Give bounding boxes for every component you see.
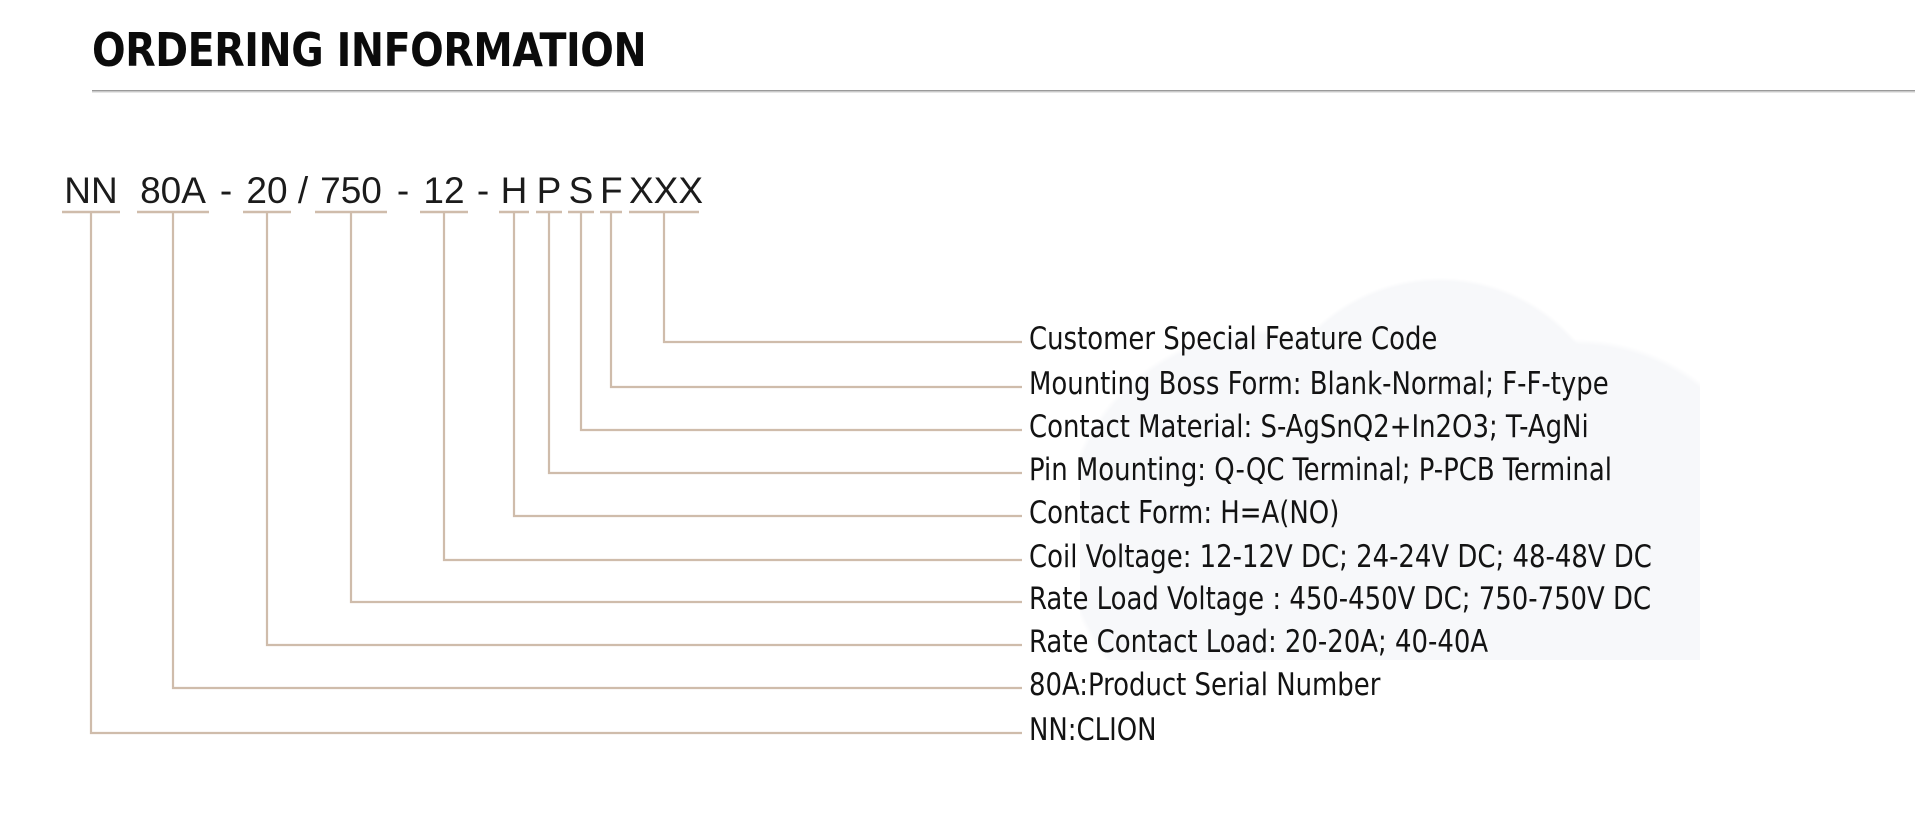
legend-label-80a: 80A:Product Serial Number — [1029, 667, 1381, 703]
part-number-token-f: F — [600, 170, 623, 211]
leader-line-750 — [315, 210, 1022, 604]
leader-line-20 — [243, 210, 1022, 647]
part-number-token-20: 20 — [246, 170, 288, 211]
part-number-token-xxx: XXX — [629, 170, 704, 211]
leader-line-h — [499, 210, 1022, 518]
legend-label-nn: NN:CLION — [1029, 712, 1157, 748]
legend-label-20: Rate Contact Load: 20-20A; 40-40A — [1029, 624, 1489, 660]
part-number-token-: / — [297, 170, 309, 211]
leader-line-p — [536, 210, 1022, 475]
leader-line-80a — [137, 210, 1022, 690]
part-number-token-h: H — [500, 170, 528, 211]
part-number-token-12: 12 — [423, 170, 465, 211]
legend-label-p: Pin Mounting: Q-QC Terminal; P-PCB Termi… — [1029, 452, 1612, 488]
part-number-token-: - — [396, 170, 410, 211]
part-number-token-: - — [219, 170, 233, 211]
legend-label-s: Contact Material: S-AgSnQ2+In2O3; T-AgNi — [1029, 409, 1589, 445]
part-number-token-80a: 80A — [140, 170, 206, 211]
leader-line-nn — [62, 210, 1022, 735]
leader-line-xxx — [629, 210, 1022, 344]
legend-label-f: Mounting Boss Form: Blank-Normal; F-F-ty… — [1029, 366, 1609, 402]
legend-label-xxx: Customer Special Feature Code — [1029, 321, 1438, 357]
part-number-token-: - — [476, 170, 490, 211]
leader-line-s — [568, 210, 1022, 432]
leader-line-f — [600, 210, 1022, 389]
legend-label-h: Contact Form: H=A(NO) — [1029, 495, 1340, 531]
part-number-token-750: 750 — [320, 170, 382, 211]
page-title: ORDERING INFORMATION — [92, 23, 647, 77]
leader-line-12 — [420, 210, 1022, 562]
legend-label-750: Rate Load Voltage : 450-450V DC; 750-750… — [1029, 581, 1652, 617]
part-number-token-nn: NN — [64, 170, 118, 211]
part-number-token-s: S — [568, 170, 594, 211]
part-number-token-p: P — [536, 170, 562, 211]
legend-label-12: Coil Voltage: 12-12V DC; 24-24V DC; 48-4… — [1029, 539, 1652, 575]
title-divider — [92, 90, 1915, 93]
